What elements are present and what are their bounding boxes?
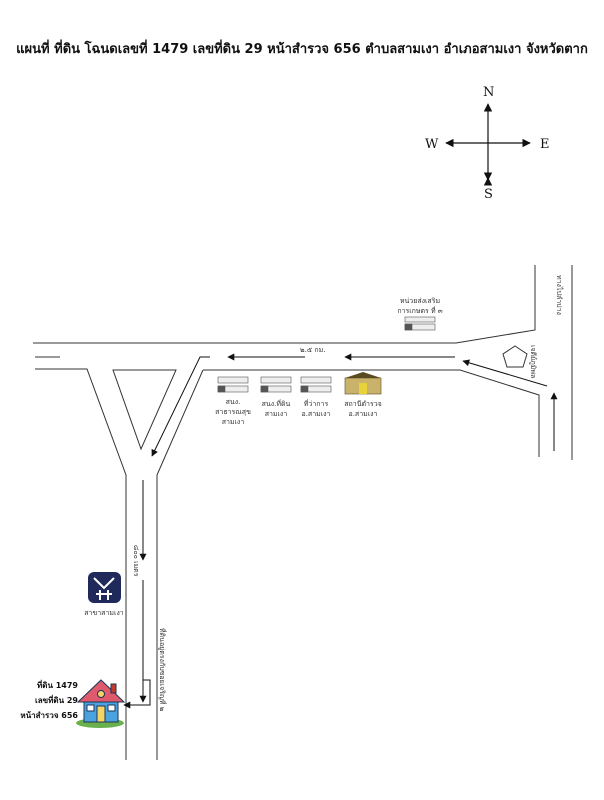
bank-logo-icon [88, 572, 121, 603]
land-office-building-icon [260, 376, 292, 393]
agri-unit-label-2: การเกษตร ที่ ๓ [397, 306, 443, 315]
monument-label: เจดีย์ภูมิพล [529, 345, 537, 378]
police-station-building-icon [344, 372, 382, 395]
monument-icon [502, 345, 528, 368]
compass-east: E [540, 137, 550, 152]
compass-rose [445, 103, 531, 186]
house-icon [76, 679, 126, 728]
compass-west: W [425, 137, 439, 152]
plot-label-2: เลขที่ดิน 29 [35, 694, 78, 705]
health-office-building-icon [217, 376, 249, 393]
land-office-label-2: สามเงา [265, 410, 288, 418]
health-office-label-1: สนง. [226, 398, 241, 406]
road-label-lampang: ทางไปลำปาง [555, 275, 564, 315]
district-office-label-2: อ.สามเงา [302, 410, 331, 418]
land-office-label-1: สนง.ที่ดิน [262, 399, 291, 408]
road-network [33, 265, 573, 760]
health-office-label-2: สาธารณสุข [215, 408, 251, 416]
plot-label-3: หน้าสำรวจ 656 [20, 710, 78, 720]
police-station-label-2: อ.สามเงา [349, 410, 378, 418]
map-title: แผนที่ ที่ดิน โฉนดเลขที่ 1479 เลขที่ดิน … [16, 42, 588, 57]
plot-label-1: ที่ดิน 1479 [37, 679, 78, 690]
agri-unit-building-icon [404, 316, 436, 331]
police-station-label-1: สถานีตำรวจ [344, 400, 382, 408]
health-office-label-3: สามเงา [222, 418, 245, 426]
agri-unit-label-1: หน่วยส่งเสริม [400, 297, 440, 305]
compass-north: N [483, 85, 494, 100]
distance-label-side: ๘๐๐ เมตร [132, 545, 140, 577]
district-office-building-icon [300, 376, 332, 393]
soi-note: ที่ดินอยู่ตรงกับซอยเจริญที่ ๒ [158, 628, 167, 712]
district-office-label-1: ที่ว่าการ [304, 399, 329, 408]
compass-south: S [484, 187, 493, 202]
route-arrows [123, 353, 558, 709]
bank-branch-label: สาขาสามเงา [84, 609, 124, 617]
distance-label-main: ๒.๕ กม. [300, 346, 325, 354]
